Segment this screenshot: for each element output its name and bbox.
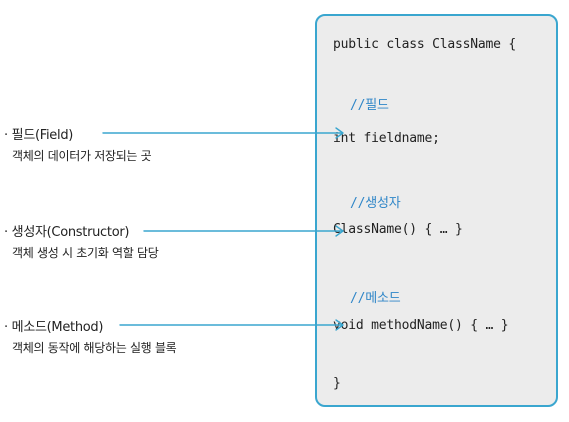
method-annotation-title: · 메소드(Method): [4, 320, 104, 335]
bullet-dot: ·: [4, 128, 12, 143]
constructor-comment: //생성자: [350, 196, 401, 211]
field-annotation: · 필드(Field) 객체의 데이터가 저장되는 곳: [4, 124, 152, 164]
constructor-declaration: ClassName() { … }: [333, 222, 463, 237]
field-annotation-desc: 객체의 데이터가 저장되는 곳: [12, 149, 152, 163]
method-declaration: void methodName() { … }: [333, 318, 509, 333]
constructor-annotation: · 생성자(Constructor) 객체 생성 시 초기화 역할 담당: [4, 221, 159, 261]
class-closing-brace: }: [333, 376, 341, 391]
class-declaration: public class ClassName {: [333, 37, 517, 52]
field-declaration: int fieldname;: [333, 131, 440, 146]
class-code-box: public class ClassName { //필드 int fieldn…: [315, 14, 558, 407]
constructor-annotation-title: · 생성자(Constructor): [4, 225, 130, 240]
field-annotation-title: · 필드(Field): [4, 128, 74, 143]
field-comment: //필드: [350, 98, 389, 113]
method-annotation: · 메소드(Method) 객체의 동작에 해당하는 실행 블록: [4, 316, 177, 356]
method-annotation-desc: 객체의 동작에 해당하는 실행 블록: [12, 341, 177, 355]
method-comment: //메소드: [350, 291, 401, 306]
bullet-dot: ·: [4, 225, 12, 240]
constructor-annotation-desc: 객체 생성 시 초기화 역할 담당: [12, 246, 159, 260]
bullet-dot: ·: [4, 320, 12, 335]
